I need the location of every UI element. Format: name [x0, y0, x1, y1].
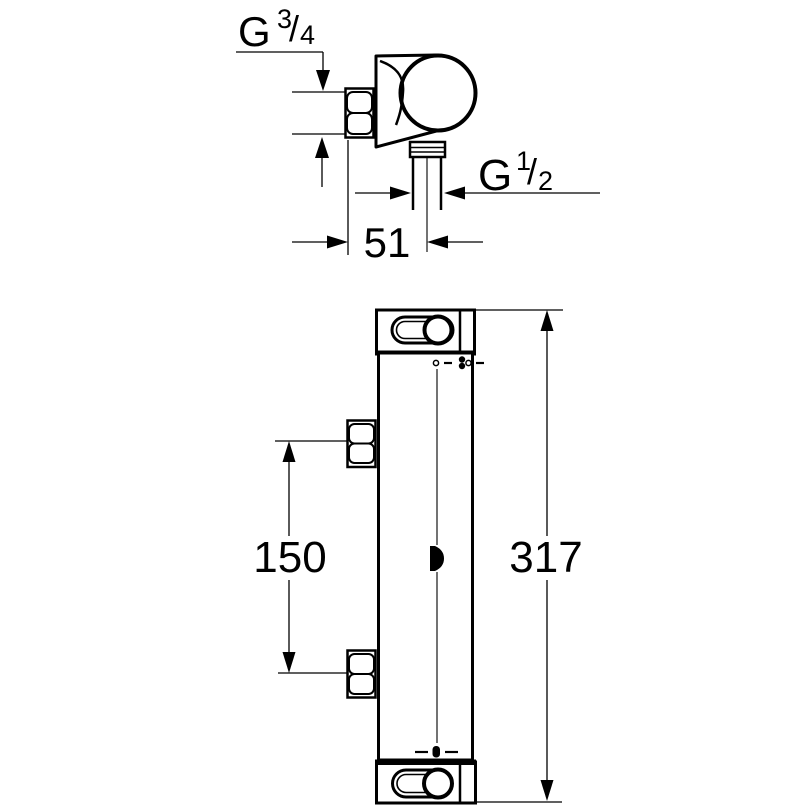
- arrowhead-right: [327, 235, 348, 249]
- side-view: G 3 / 4: [236, 4, 600, 266]
- outlet-thread-label: G 1 / 2: [478, 146, 553, 200]
- top-handle: [375, 308, 476, 356]
- hex-nut-facet-lower: [348, 673, 375, 695]
- depth-dimension-label: 51: [364, 219, 411, 266]
- outlet-collar-body: [408, 140, 447, 159]
- valve-body-contour-line: [379, 59, 405, 126]
- bottom-handle: [375, 759, 477, 805]
- marker-dot-filled: [458, 356, 466, 363]
- bottom-handle-base-line: [375, 759, 476, 765]
- marker-dot-open: [432, 359, 440, 367]
- top-thread-slash: /: [289, 8, 299, 49]
- inlet-spacing-label: 150: [253, 533, 326, 582]
- valve-round-housing: [398, 53, 478, 133]
- bottom-handle-knob: [422, 767, 454, 800]
- bottom-center-marker: [415, 746, 458, 758]
- top-thread-label: G 3 / 4: [238, 4, 315, 55]
- overall-height-label: 317: [509, 533, 582, 582]
- arrowhead-left: [444, 186, 465, 200]
- inlet-nut-lower: [346, 649, 377, 699]
- outlet-thread-denominator: 2: [538, 166, 553, 196]
- hex-nut-facet-lower: [348, 442, 375, 464]
- outlet-collar: [408, 140, 447, 159]
- inlet-nut-upper: [346, 419, 377, 469]
- outlet-thread-g: G: [478, 151, 512, 200]
- arrowhead-up: [315, 137, 329, 158]
- marker-dot-filled: [432, 746, 440, 758]
- arrowhead-down: [540, 780, 554, 801]
- inlet-spacing-dimension: 150: [253, 440, 347, 674]
- overall-height-dimension: 317: [476, 309, 583, 803]
- top-thread-numerator: 3: [277, 4, 292, 34]
- hex-nut-facet-lower: [346, 112, 373, 135]
- marker-dot-filled: [458, 362, 466, 370]
- top-center-marker: [432, 356, 484, 370]
- marker-dot-open: [465, 359, 472, 367]
- top-handle-knob: [422, 314, 454, 346]
- arrowhead-up: [282, 441, 296, 462]
- arrowhead-left: [427, 235, 448, 249]
- outlet-thread-numerator: 1: [516, 146, 531, 176]
- arrowhead-down: [316, 70, 330, 91]
- outlet-thread-slash: /: [527, 151, 537, 192]
- top-thread-g: G: [238, 8, 271, 55]
- arrowhead-up: [540, 310, 554, 331]
- arrowhead-right: [390, 186, 411, 200]
- arrowhead-down: [282, 652, 296, 673]
- front-view: 150 317: [253, 308, 583, 805]
- thermostat-bar-body: [377, 351, 474, 762]
- mid-body-marker: [430, 546, 444, 571]
- union-hex-nut: [344, 87, 375, 139]
- top-thread-denominator: 4: [300, 20, 315, 50]
